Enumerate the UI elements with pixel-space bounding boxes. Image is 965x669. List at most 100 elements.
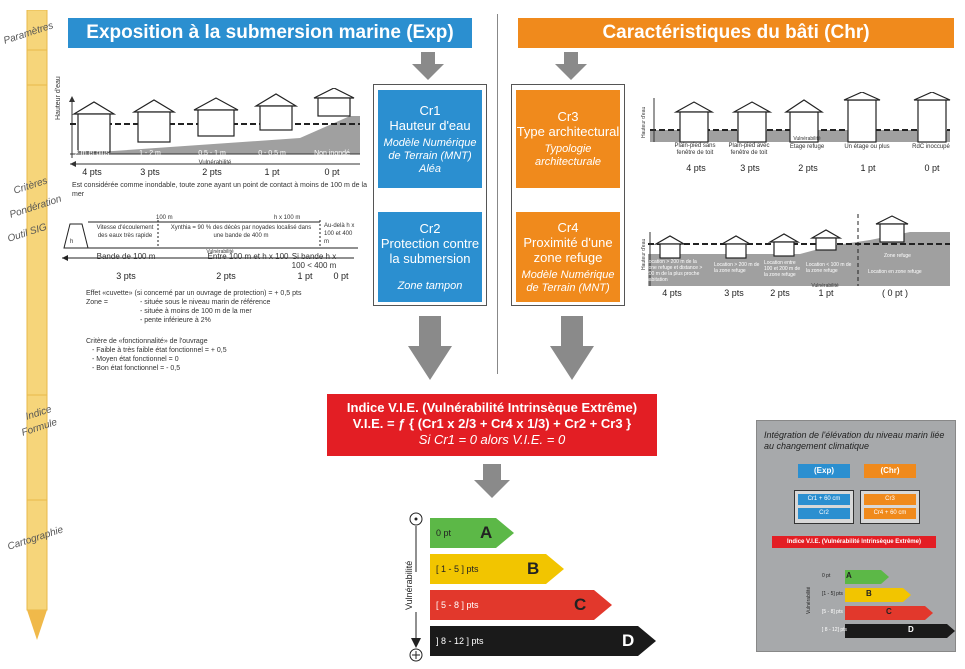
refuge-cat-5: Location en zone refuge <box>868 269 922 275</box>
arch-axis-label: Hauteur d'eau <box>641 106 647 138</box>
arch-cat-2: Plain-pied avec fenêtre de toit <box>728 143 770 156</box>
band-3: Si bande h x 100 < 400 m <box>291 252 337 270</box>
crit-item-3: - Bon état fonctionnel = - 0,5 <box>92 365 181 372</box>
vulnerability-axis <box>404 512 428 662</box>
cr3-tool: Typologie architecturale <box>534 143 602 168</box>
cr4-code: Cr4 <box>557 219 579 235</box>
class-b-bar <box>430 554 564 584</box>
cr1-box: Cr1 Hauteur d'eau Modèle Numérique de Te… <box>378 90 482 188</box>
zone-item-1: - située sous le niveau marin de référen… <box>140 299 271 306</box>
vie-formula: V.I.E. = ƒ { (Cr1 x 2/3 + Cr4 x 1/3) + C… <box>352 416 632 431</box>
inset-cr4: Cr4 + 60 cm <box>864 508 916 519</box>
protection-label-3: Au-delà h x 100 et 400 m <box>324 223 355 245</box>
refuge-diagram <box>648 214 950 286</box>
arch-pts-3: 2 pts <box>798 163 818 173</box>
crit-item-1: - Faible à très faible état fonctionnel … <box>92 347 227 354</box>
refuge-vuln: Vulnérabilité <box>811 283 839 289</box>
cr1-code: Cr1 <box>419 102 441 118</box>
class-a-letter: A <box>480 523 493 542</box>
vulnerability-axis-label: Vulnérabilité <box>404 560 414 610</box>
cr1-title: Hauteur d'eau <box>389 117 471 133</box>
arch-pts-2: 3 pts <box>740 163 760 173</box>
protection-label-2: Xynthia = 90 % des décès par noyades loc… <box>170 225 312 239</box>
inset-exp-header: (Exp) <box>798 464 850 478</box>
class-c-range: [ 5 - 8 ] pts <box>436 600 479 610</box>
class-c-letter: C <box>574 595 587 614</box>
arch-cat-1: Plain-pied sans fenêtre de toit <box>674 143 716 156</box>
arch-cat-3: Etage refuge <box>789 144 825 150</box>
water-axis-label: Hauteur d'eau <box>55 76 62 120</box>
cr2-title: Protection contre la submersion <box>380 236 480 266</box>
arch-cat-5: RdC inoccupé <box>912 144 950 150</box>
water-cat-2: 1 - 2 m <box>139 150 161 157</box>
cr2-box: Cr2 Protection contre la submersion Zone… <box>378 212 482 302</box>
cr2-code: Cr2 <box>419 221 441 236</box>
exposure-header: Exposition à la submersion marine (Exp) <box>68 18 472 48</box>
mark-hx100: h x 100 m <box>274 215 301 221</box>
class-a-bar <box>430 518 514 548</box>
class-c-bar <box>430 590 612 620</box>
class-a-range: 0 pt <box>436 528 452 538</box>
water-cat-1: 2 m et plus <box>74 150 110 157</box>
protection-pts-3: 1 pt <box>297 271 313 281</box>
architecture-diagram <box>650 92 951 143</box>
refuge-zone-label: Zone refuge <box>884 253 911 259</box>
refuge-pts-3: 2 pts <box>770 288 790 298</box>
chr-criteria-frame <box>511 84 625 306</box>
vie-title: Indice V.I.E. (Vulnérabilité Intrinsèque… <box>346 400 638 415</box>
water-pts-3: 2 pts <box>202 167 222 177</box>
class-d-bar <box>430 626 656 656</box>
inset-class-d: ] 8 - 12] pts <box>822 627 848 633</box>
refuge-cat-1: Location > 200 m de la zone refuge et di… <box>646 259 703 283</box>
column-divider <box>497 14 498 374</box>
inset-cr1: Cr1 + 60 cm <box>798 494 850 505</box>
building-header: Caractéristiques du bâti (Chr) <box>518 18 954 48</box>
arch-pts-1: 4 pts <box>686 163 706 173</box>
inset-chr-header: (Chr) <box>864 464 916 478</box>
water-pts-2: 3 pts <box>140 167 160 177</box>
inset-class-scale <box>845 570 955 638</box>
protection-label-1: Vitesse d'écoulement des eaux très rapid… <box>96 225 154 239</box>
cr2-tool: Zone tampon <box>397 280 463 292</box>
vie-class-scale <box>430 518 656 656</box>
inset-class-a: 0 pt <box>822 573 831 579</box>
water-cat-5: Non inondé <box>314 150 350 157</box>
protection-vuln: Vulnérabilité <box>206 249 234 255</box>
cr4-tool: Modèle Numérique de Terrain (MNT) <box>521 268 615 294</box>
protection-pts-2: 2 pts <box>216 271 236 281</box>
arrow-down-icon <box>474 464 510 498</box>
protection-h: h <box>70 239 74 245</box>
class-b-range: [ 1 - 5 ] pts <box>436 564 479 574</box>
arch-pts-4: 1 pt <box>860 163 876 173</box>
water-pts-4: 1 pt <box>264 167 280 177</box>
crit-title: Critère de «fonctionnalité» de l'ouvrage <box>86 338 208 345</box>
arrow-down-icon <box>408 316 452 380</box>
refuge-pts-4: 1 pt <box>818 288 834 298</box>
arrow-down-icon <box>550 316 594 380</box>
mark-100: 100 m <box>156 215 173 221</box>
inset-letter-c: C <box>886 607 892 616</box>
arrow-down-icon <box>555 52 587 80</box>
inset-axis-label: Vulnérabilité <box>806 586 812 614</box>
class-b-letter: B <box>527 559 540 578</box>
inset-letter-b: B <box>866 589 872 598</box>
cr3-title: Type architectural <box>516 124 620 139</box>
refuge-cat-2: Location > 200 m de la zone refuge <box>714 262 760 274</box>
class-d-letter: D <box>622 631 635 650</box>
inset-class-c: [5 - 8] pts <box>822 609 843 615</box>
water-height-diagram <box>69 88 360 167</box>
class-d-range: ] 8 - 12 ] pts <box>436 636 484 646</box>
band-2: Entre 100 m et h x 100 <box>207 252 289 261</box>
protection-diagram <box>62 220 358 261</box>
cr3-code: Cr3 <box>557 109 579 124</box>
water-pts-5: 0 pt <box>324 167 340 177</box>
crit-item-2: - Moyen état fonctionnel = 0 <box>92 356 179 363</box>
inset-cr2: Cr2 <box>798 508 850 519</box>
refuge-cat-3: Location entre 100 et 200 m de la zone r… <box>764 260 801 278</box>
cr3-box: Cr3 Type architectural Typologie archite… <box>516 90 620 188</box>
inset-vie: Indice V.I.E. (Vulnérabilité Intrinsèque… <box>772 536 936 548</box>
arch-cat-4: Un étage ou plus <box>844 144 890 150</box>
inset-title: Intégration de l'élévation du niveau mar… <box>764 430 945 451</box>
vie-formula-box: Indice V.I.E. (Vulnérabilité Intrinsèque… <box>327 394 657 456</box>
refuge-pts-2: 3 pts <box>724 288 744 298</box>
